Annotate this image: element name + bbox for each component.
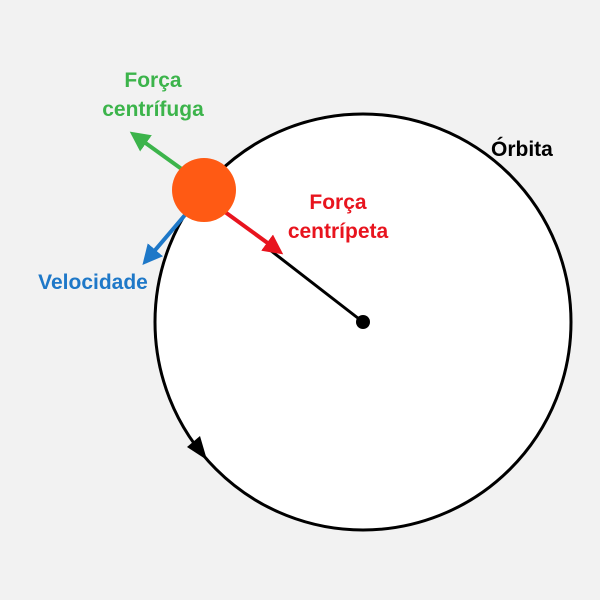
orbit-label: Órbita — [491, 137, 553, 161]
centrifugal-label-line2: centrífuga — [102, 98, 204, 121]
velocity-arrow — [142, 213, 187, 266]
centripetal-label-line2: centrípeta — [288, 220, 389, 243]
centrifugal-label-line1: Força — [124, 69, 182, 92]
centripetal-label-line1: Força — [309, 191, 367, 214]
orbiting-body-icon — [172, 158, 236, 222]
center-dot-icon — [356, 315, 370, 329]
velocity-label: Velocidade — [38, 271, 148, 294]
centrifugal-force-arrow — [129, 131, 185, 172]
centripetal-force-arrow — [223, 210, 284, 255]
radius-line — [269, 248, 364, 324]
orbit-direction-arrowhead-icon — [187, 436, 207, 460]
